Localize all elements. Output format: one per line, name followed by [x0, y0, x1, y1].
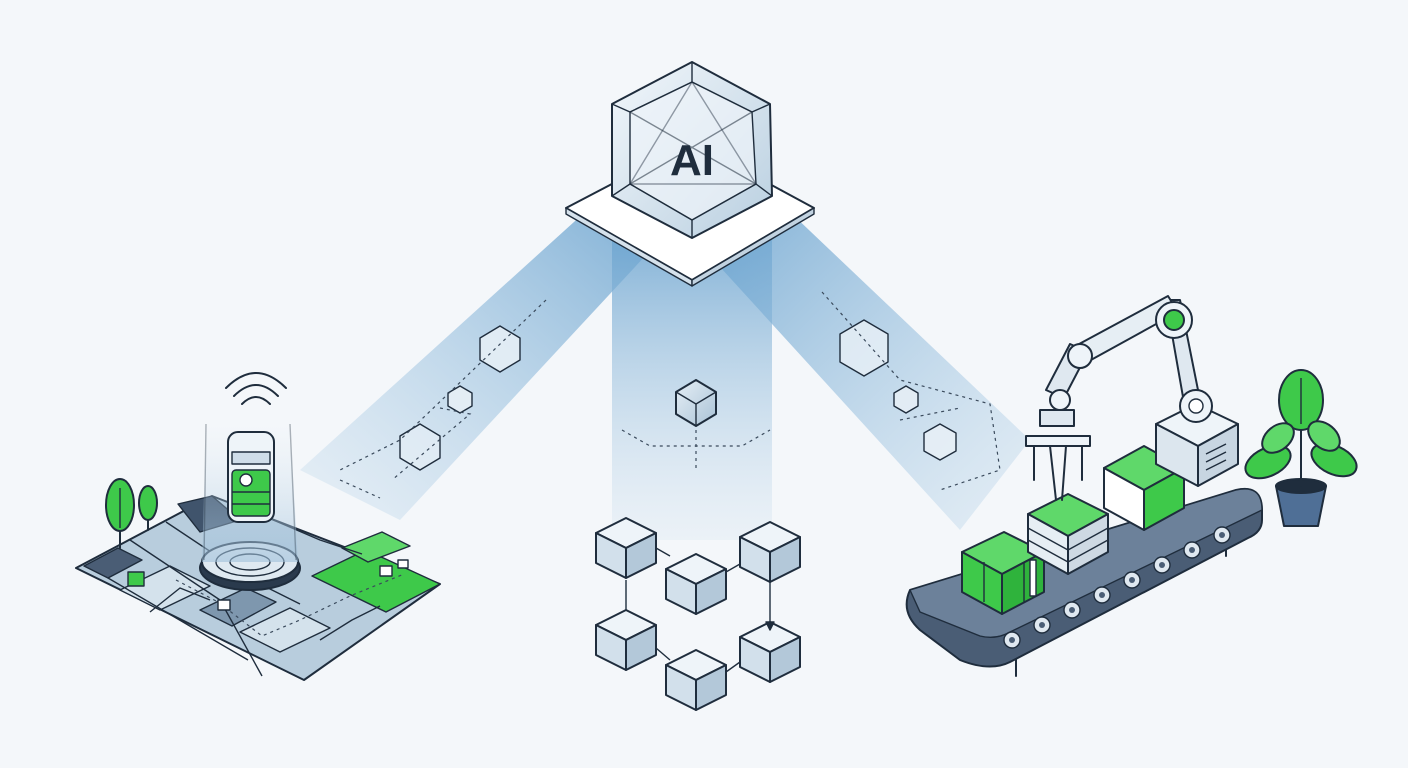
block-network[interactable]: [595, 379, 801, 711]
smart-factory[interactable]: [821, 291, 1362, 677]
potted-plant-icon: [1244, 369, 1358, 527]
map-tile-dark-3: [199, 587, 277, 627]
network-cube-1: [595, 517, 657, 579]
network-cube-2: [665, 553, 727, 615]
hexagon-data-icon-2: [447, 385, 473, 414]
location-tracker-icon[interactable]: [199, 423, 301, 591]
network-cube-5: [665, 649, 727, 711]
tree-icon-2: [138, 485, 158, 531]
hexagon-data-icon-3: [399, 423, 441, 471]
logistics-map[interactable]: [75, 299, 547, 681]
hexagon-data-icon: [479, 325, 521, 373]
tree-icon: [105, 478, 135, 549]
ai-crystal-icon: [611, 61, 773, 239]
control-unit: [1155, 403, 1239, 487]
hexagon-data-icon-4: [839, 319, 889, 377]
network-cube-6: [739, 621, 801, 683]
cube-icon: [675, 379, 717, 427]
hub-label: AI: [670, 136, 714, 185]
robot-arm-icon[interactable]: [1025, 295, 1213, 501]
hexagon-data-icon-5: [893, 385, 919, 414]
package-icon: [127, 571, 145, 587]
hub-base-side-right: [691, 207, 815, 287]
conveyor-roller-hub: [1099, 592, 1105, 598]
map-tile-dark-2: [83, 547, 143, 579]
network-cube-4: [595, 609, 657, 671]
conveyor-roller-hub: [1009, 637, 1015, 643]
wireless-signal-icon: [225, 372, 287, 405]
network-cubes: [595, 517, 801, 711]
network-link: [655, 547, 671, 557]
beam-left: [300, 212, 660, 520]
conveyor-rollers: [1003, 526, 1231, 649]
conveyor-roller-hub: [1159, 562, 1165, 568]
conveyor-roller-hub: [1189, 547, 1195, 553]
map-tile-green-2: [341, 531, 411, 563]
stacked-crate: [1027, 493, 1109, 575]
conveyor-roller-hub: [1129, 577, 1135, 583]
map-tile-green: [311, 549, 441, 613]
conveyor-roller-hub: [1219, 532, 1225, 538]
map-tile-light-2: [239, 607, 331, 653]
hexagon-data-icon-6: [923, 423, 957, 461]
conveyor-roller-hub: [1069, 607, 1075, 613]
ai-hub[interactable]: AI: [565, 61, 815, 287]
network-cube-3: [739, 521, 801, 583]
conveyor-roller-hub: [1039, 622, 1045, 628]
